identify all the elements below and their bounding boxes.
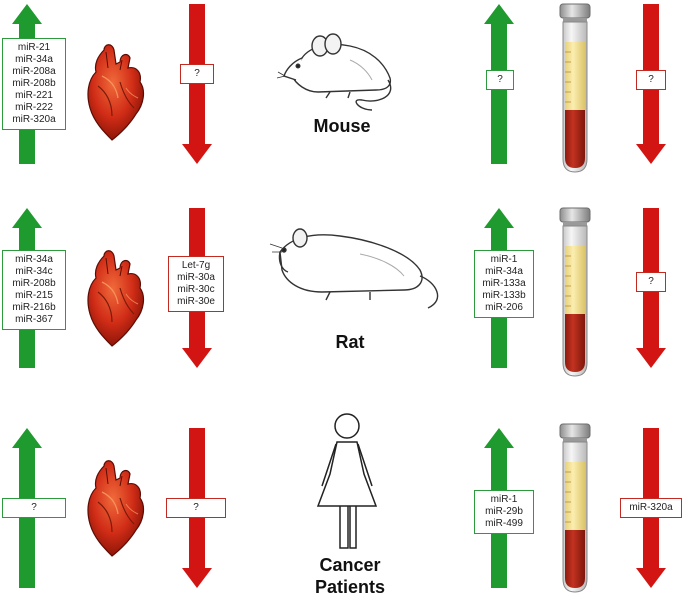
mouse-icon (276, 33, 392, 111)
mirna-item: Let-7g (181, 260, 211, 271)
mirna-item: miR-208a (12, 66, 56, 77)
mirna-item: ? (497, 74, 503, 85)
mirna-item: miR-133a (482, 278, 526, 289)
mirna-list-box: ? (2, 498, 66, 518)
mirna-list-box: ? (636, 70, 666, 90)
blood-tube-icon (559, 423, 591, 593)
mirna-list-box: ? (636, 272, 666, 292)
mirna-item: miR-499 (485, 518, 523, 529)
mirna-item: miR-320a (629, 502, 673, 513)
mirna-item: ? (648, 74, 654, 85)
species-label-patients: Cancer Patients (300, 554, 400, 598)
mirna-item: miR-222 (15, 102, 53, 113)
mirna-item: miR-221 (15, 90, 53, 101)
heart-icon (87, 44, 145, 141)
mirna-item: miR-208b (12, 78, 56, 89)
mirna-item: miR-1 (490, 494, 518, 505)
mirna-list-box: ? (180, 64, 214, 84)
mirna-item: miR-206 (485, 302, 523, 313)
mirna-item: miR-1 (490, 254, 518, 265)
mirna-item: miR-34a (15, 254, 53, 265)
species-label-mouse: Mouse (313, 116, 371, 136)
mirna-list-box: ? (486, 70, 514, 90)
blood-tube-icon (559, 3, 591, 173)
woman-icon (316, 413, 378, 549)
mirna-list-box: ? (166, 498, 226, 518)
mirna-item: miR-34a (485, 266, 523, 277)
mirna-list-box: miR-320a (620, 498, 682, 518)
mirna-item: ? (648, 276, 654, 287)
mirna-item: miR-30e (177, 296, 215, 307)
species-label-rat: Rat (335, 332, 365, 352)
species-label-line: Patients (314, 577, 386, 597)
mirna-item: miR-34c (15, 266, 53, 277)
heart-icon (87, 250, 145, 347)
mirna-item: miR-320a (12, 114, 56, 125)
heart-down-arrow-mouse (182, 4, 212, 164)
mirna-item: ? (193, 502, 199, 513)
mirna-item: miR-30a (177, 272, 215, 283)
rat-icon (269, 228, 439, 309)
mirna-item: miR-215 (15, 290, 53, 301)
mirna-item: miR-133b (482, 290, 526, 301)
mirna-item: miR-29b (485, 506, 523, 517)
mirna-item: miR-216b (12, 302, 56, 313)
mirna-item: miR-34a (15, 54, 53, 65)
heart-icon (87, 460, 145, 557)
species-label-line: Cancer (319, 555, 381, 575)
mirna-item: miR-367 (15, 314, 53, 325)
mirna-item: miR-21 (17, 42, 51, 53)
mirna-item: miR-208b (12, 278, 56, 289)
mirna-item: ? (31, 502, 37, 513)
mirna-item: ? (194, 68, 200, 79)
blood-tube-icon (559, 207, 591, 377)
mirna-item: miR-30c (177, 284, 215, 295)
